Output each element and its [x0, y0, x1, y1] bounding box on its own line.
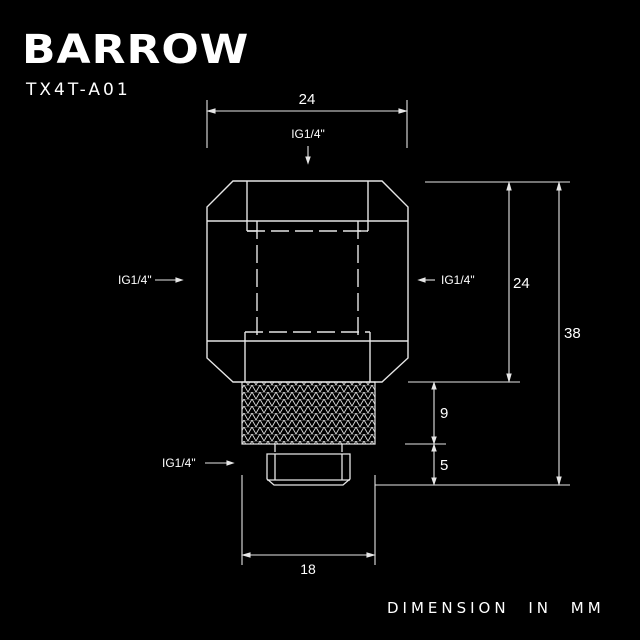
body-outline	[206, 180, 409, 383]
dim-top-width: 24	[299, 91, 316, 108]
brand-logo: BARROW	[22, 26, 250, 73]
knurled-ring	[241, 381, 376, 445]
port-label-bottom: IG1/4"	[162, 456, 196, 470]
units-note: DIMENSION IN MM	[387, 599, 605, 617]
bottom-thread	[266, 444, 351, 486]
dim-knurl-height: 9	[440, 405, 448, 422]
dim-total-height: 38	[564, 325, 581, 342]
dim-thread-height: 5	[440, 457, 448, 474]
model-number: TX4T-A01	[26, 80, 131, 100]
port-label-right: IG1/4"	[441, 273, 475, 287]
port-label-top: IG1/4"	[291, 127, 325, 141]
port-label-left: IG1/4"	[118, 273, 152, 287]
dim-bottom-width: 18	[300, 561, 316, 577]
dim-body-height: 24	[513, 275, 530, 292]
